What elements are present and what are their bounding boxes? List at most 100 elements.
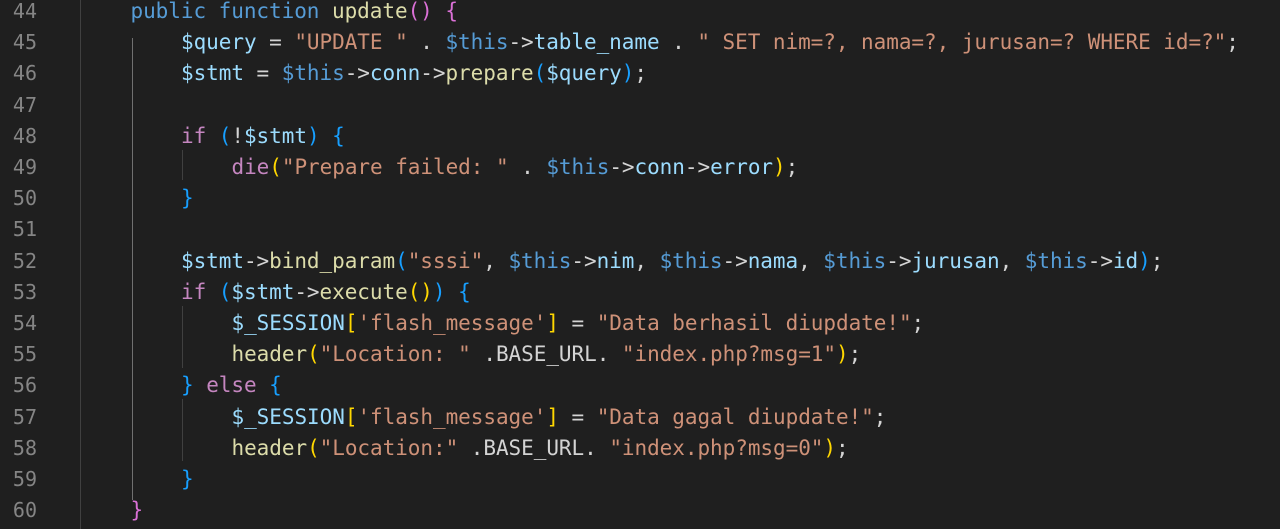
token-prop: error [710,155,774,179]
token-b1: [ [344,311,358,335]
line-number: 57 [12,404,37,429]
line-number: 45 [12,30,37,55]
token-plain [257,373,270,397]
token-b2: { [445,0,458,23]
token-plain: . [659,30,698,55]
token-this: $this [546,155,610,179]
code-text: if (!$stmt) { [181,121,345,152]
code-line[interactable]: 60} [0,495,1280,526]
token-var: $stmt [231,279,295,304]
gutter-divider [80,0,81,529]
token-prop: conn [634,155,685,179]
line-number: 54 [12,311,37,335]
token-b3: { [458,279,471,304]
token-plain: ; [1226,30,1239,55]
token-plain: -> [344,61,370,86]
code-line[interactable]: 58 header("Location:" .BASE_URL. "index.p… [0,433,1280,464]
token-ctl: else [206,373,257,398]
line-number: 51 [12,217,37,242]
token-plain: -> [609,155,635,179]
code-line[interactable]: 46$stmt = $this->conn->prepare($query); [0,58,1280,89]
token-b1: ( [269,155,282,179]
token-plain: -> [722,248,748,273]
indent-guide-level-2-if-success [182,306,183,368]
token-ctl: die [231,155,270,179]
line-number: 56 [12,373,37,398]
token-prop: nama [747,248,799,273]
token-plain: , [634,248,660,273]
token-plain: ; [873,404,887,429]
token-b3: } [181,186,194,211]
token-plain: ; [836,435,849,460]
line-number: 60 [12,498,37,523]
token-kw: public [130,0,207,23]
code-line[interactable]: 51 [0,214,1280,245]
token-b1: ] [546,404,559,429]
token-var: $stmt [243,123,307,148]
line-number: 50 [12,186,37,211]
code-text: $_SESSION['flash_message'] = "Data gagal… [232,402,887,433]
token-b3: } [181,373,194,398]
token-plain: ; [1150,248,1164,273]
token-str: "index.php?msg=0" [609,435,824,460]
token-b3: ) [432,279,446,304]
token-plain: . [508,155,547,179]
code-line[interactable]: 56} else { [0,370,1280,401]
token-b1: ) [823,435,836,460]
token-fn: header [231,342,308,367]
token-b1: [ [344,404,358,429]
line-number: 53 [12,279,37,304]
token-str: " SET nim=?, nama=?, jurusan=? WHERE id=… [697,30,1227,55]
code-line[interactable]: 57 $_SESSION['flash_message'] = "Data gag… [0,402,1280,433]
code-text: die("Prepare failed: " . $this->conn->er… [232,152,799,183]
code-text: header("Location:" .BASE_URL. "index.php… [232,433,849,464]
token-var: $query [181,30,257,55]
code-text: $query = "UPDATE " . $this->table_name .… [181,27,1239,58]
token-b1: ) [836,342,849,367]
token-var: $_SESSION [231,311,345,335]
token-plain: , [798,248,824,273]
token-plain: ; [785,155,799,179]
token-ctl: if [181,279,207,304]
token-b3: { [332,123,345,148]
token-plain: ; [634,61,647,86]
token-str: "Location: " [319,342,471,367]
token-kw: function [218,0,320,23]
token-prop: nim [596,248,635,273]
token-this: $this [445,30,509,55]
code-line[interactable]: 52$stmt->bind_param("sssi", $this->nim, … [0,246,1280,277]
code-line[interactable]: 47 [0,90,1280,121]
token-plain: -> [294,279,320,304]
token-var: $stmt [181,61,244,86]
token-plain: = [558,404,597,429]
code-line[interactable]: 50} [0,183,1280,214]
code-text: $stmt->bind_param("sssi", $this->nim, $t… [181,246,1163,277]
token-this: $this [281,61,345,86]
token-str: "index.php?msg=1" [621,342,836,367]
line-number: 52 [12,248,37,273]
indent-guide-level-1 [132,38,133,500]
code-line[interactable]: 45 $query = "UPDATE " . $this->table_name… [0,27,1280,58]
token-plain: -> [243,248,270,273]
code-line[interactable]: 59} [0,464,1280,495]
token-b3: ( [533,61,547,86]
token-plain: ; [848,342,862,367]
line-number: 58 [12,435,37,460]
token-b3: ( [395,248,408,273]
code-line[interactable]: 54 $_SESSION['flash_message'] = "Data ber… [0,308,1280,339]
token-fn: update [332,0,408,23]
token-fn: prepare [445,61,534,86]
token-b1: () [407,279,433,304]
token-b2: () [407,0,433,23]
code-text: $_SESSION['flash_message'] = "Data berha… [232,308,925,339]
token-plain [206,0,219,23]
token-str: "sssi" [407,248,484,273]
token-b2: } [130,498,144,523]
code-text: } [181,464,194,495]
